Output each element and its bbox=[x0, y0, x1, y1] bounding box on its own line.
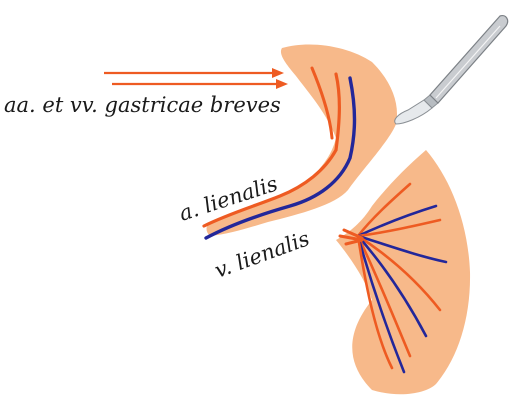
scalpel-icon bbox=[395, 16, 508, 124]
label-splenic-vein: v. lienalis bbox=[212, 226, 313, 282]
label-short-gastric-vessels: aa. et vv. gastricae breves bbox=[4, 93, 281, 117]
arrow-icon bbox=[104, 68, 288, 89]
